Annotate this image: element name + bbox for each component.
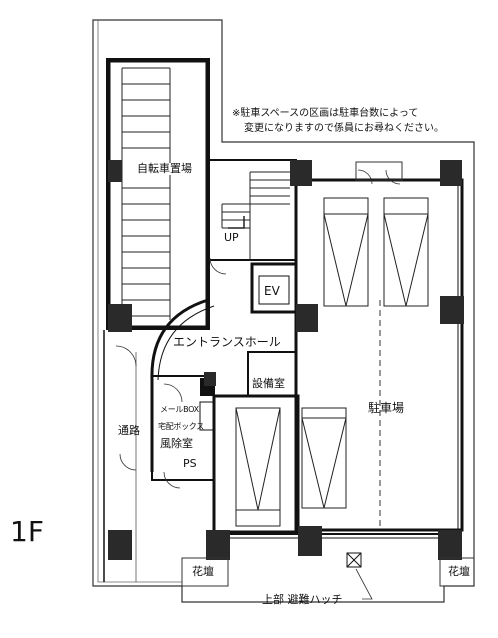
inner-boundary	[97, 20, 182, 583]
parking-walls	[212, 178, 464, 539]
flowerbed-right-label: 花壇	[448, 565, 470, 578]
parking-note-line2: 変更になりますので係員にお尋ねください。	[244, 123, 444, 134]
door-swings	[115, 169, 401, 489]
hatch-leader-line	[355, 568, 373, 600]
parking-bays	[235, 197, 429, 527]
escape-hatch-label: 上部 避難ハッチ	[262, 593, 343, 606]
mailbox-label: メールBOX	[160, 405, 199, 414]
parking-label: 駐車場	[368, 401, 405, 415]
windbreak-room-label: 風除室	[160, 437, 193, 450]
delivery-box-label: 宅配ボックス	[158, 422, 204, 431]
equipment-room-label: 設備室	[252, 377, 285, 390]
passage-label: 通路	[118, 424, 140, 437]
flowerbed-right-outline	[439, 557, 475, 587]
bicycle-slots	[121, 67, 171, 320]
floor-label: 1F	[10, 515, 44, 548]
parking-note-line1: ※駐車スペースの区画は駐車台数によって	[232, 108, 419, 119]
up-label: UP	[224, 231, 239, 244]
ps-label: PS	[183, 457, 197, 470]
parking-note: ※駐車スペースの区画は駐車台数によって 変更になりますので係員にお尋ねください。	[232, 106, 444, 136]
flowerbed-left-outline	[181, 557, 229, 587]
structural-columns	[108, 160, 464, 560]
staircase	[207, 159, 297, 261]
bicycle-parking-label: 自転車置場	[136, 162, 193, 175]
flowerbed-left-label: 花壇	[192, 565, 214, 578]
site-boundary	[92, 19, 475, 603]
entrance-hall-label: エントランスホール	[173, 335, 281, 349]
escape-hatch-icon	[346, 552, 362, 568]
ev-label: EV	[264, 284, 280, 298]
